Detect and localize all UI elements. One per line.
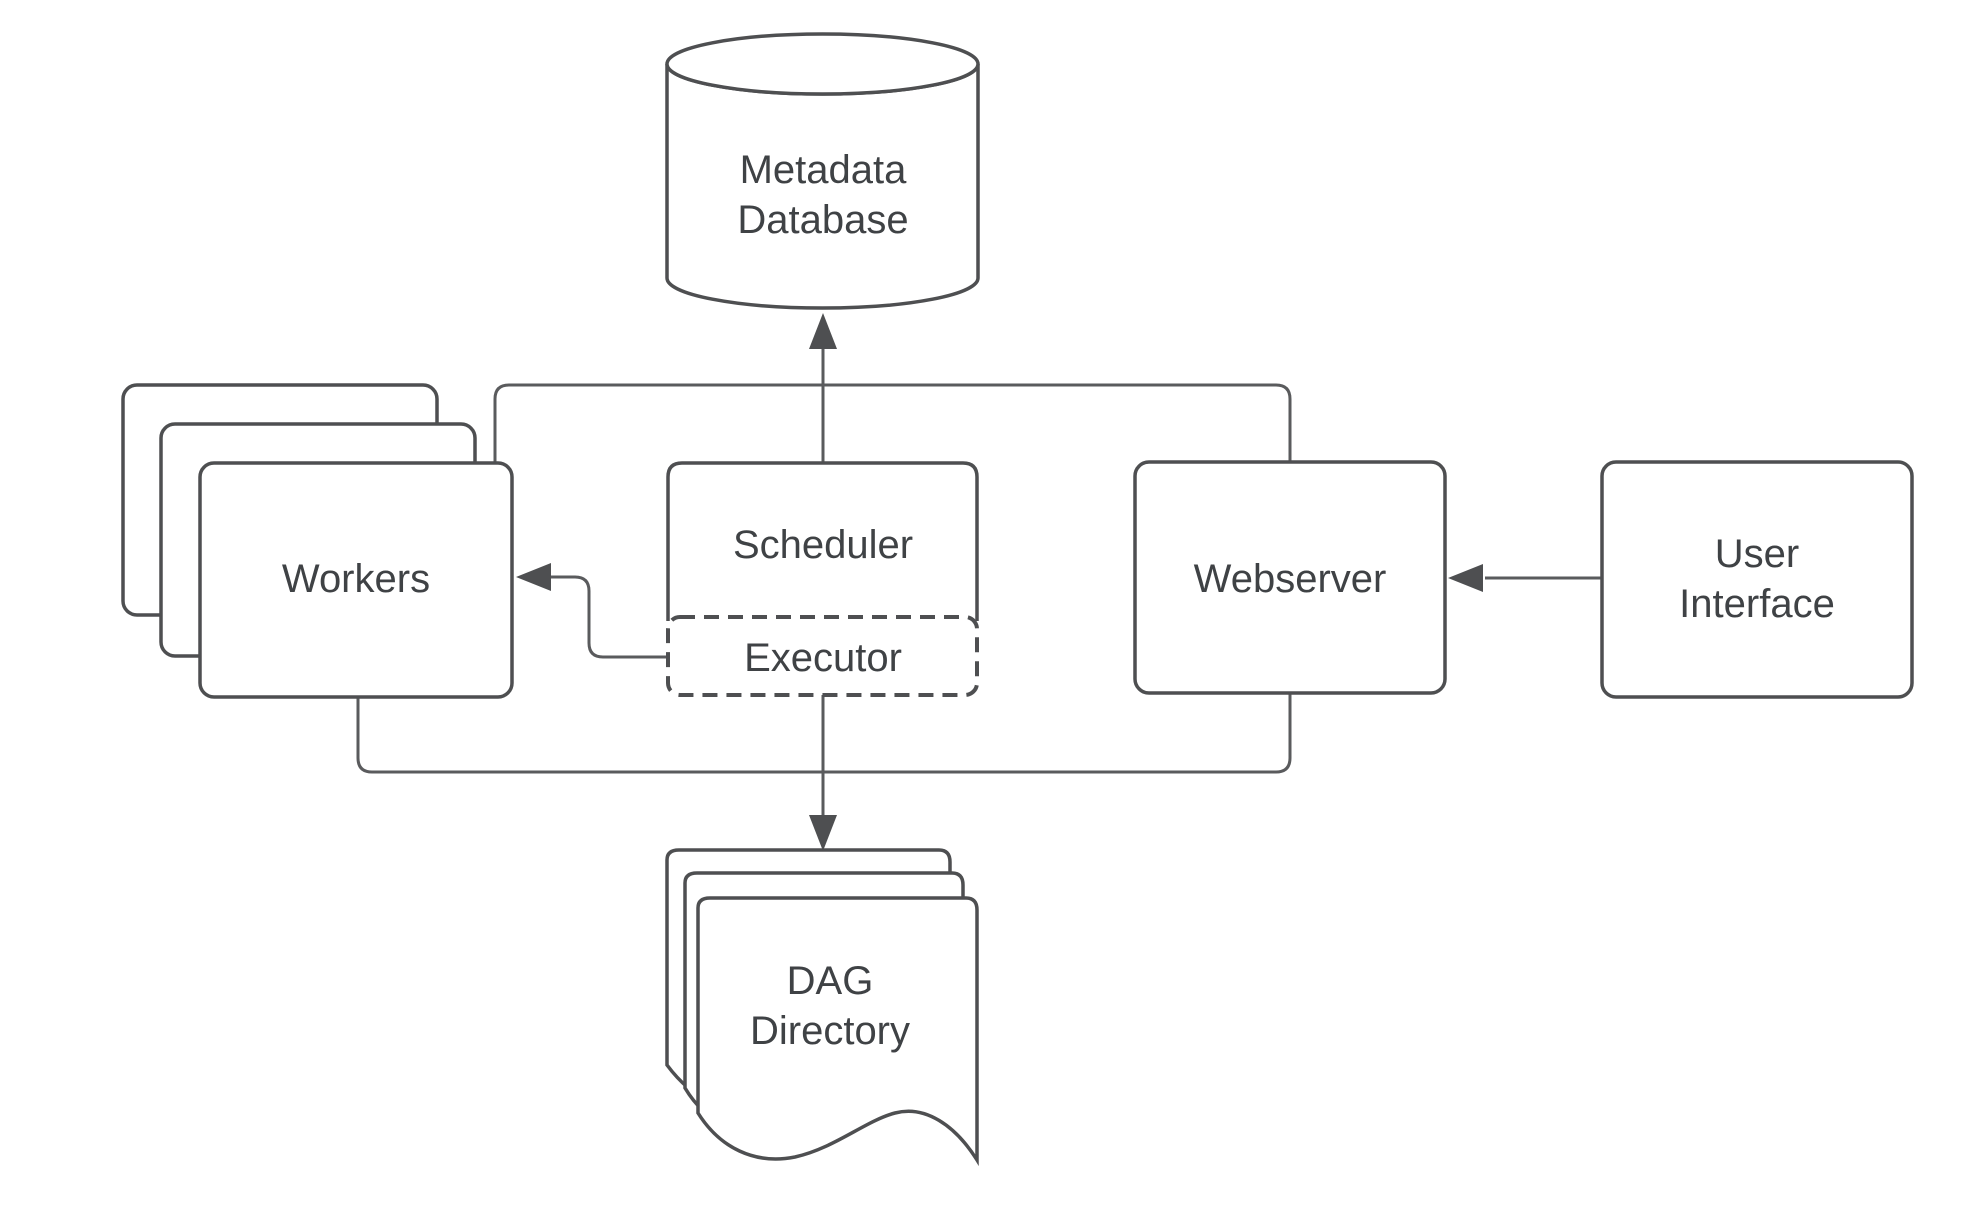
edge-executor-to-dag-directory <box>809 695 837 851</box>
webserver-label: Webserver <box>1194 557 1387 601</box>
user-interface-box <box>1600 460 1914 699</box>
node-webserver: Webserver <box>1133 460 1447 695</box>
arrow-left-icon <box>1448 564 1483 592</box>
user-interface-label-line1: User <box>1715 532 1799 576</box>
edge-line <box>549 575 668 659</box>
workers-card-front <box>198 461 514 699</box>
dag-document-front <box>696 896 979 1167</box>
arrow-up-icon <box>809 313 837 349</box>
webserver-box <box>1133 460 1447 695</box>
scheduler-label: Scheduler <box>733 523 913 567</box>
arrow-down-icon <box>809 815 837 851</box>
database-cylinder-top <box>665 32 980 96</box>
dag-directory-label-line2: Directory <box>750 1009 910 1053</box>
metadata-database-label-line2: Database <box>737 198 908 242</box>
node-dag-directory: DAG Directory <box>665 848 979 1167</box>
edge-scheduler-to-metadata-database <box>809 313 837 463</box>
executor-dashed-box <box>666 615 979 697</box>
node-scheduler: Scheduler Executor <box>666 461 979 697</box>
executor-label: Executor <box>744 636 902 680</box>
edge-executor-to-workers <box>516 563 668 659</box>
metadata-database-label-line1: Metadata <box>740 148 908 192</box>
user-interface-label-line2: Interface <box>1679 582 1835 626</box>
top-rail-line <box>493 383 1292 466</box>
node-user-interface: User Interface <box>1600 460 1914 699</box>
scheduler-box <box>666 461 979 621</box>
node-metadata-database: Metadata Database <box>665 32 980 310</box>
arrow-left-icon <box>516 563 551 591</box>
node-workers: Workers <box>121 383 514 699</box>
node-executor: Executor <box>666 615 979 697</box>
connector-top-rail <box>493 383 1292 466</box>
workers-label: Workers <box>282 557 430 601</box>
edge-user-interface-to-webserver <box>1448 564 1602 592</box>
dag-directory-label-line1: DAG <box>787 959 874 1003</box>
